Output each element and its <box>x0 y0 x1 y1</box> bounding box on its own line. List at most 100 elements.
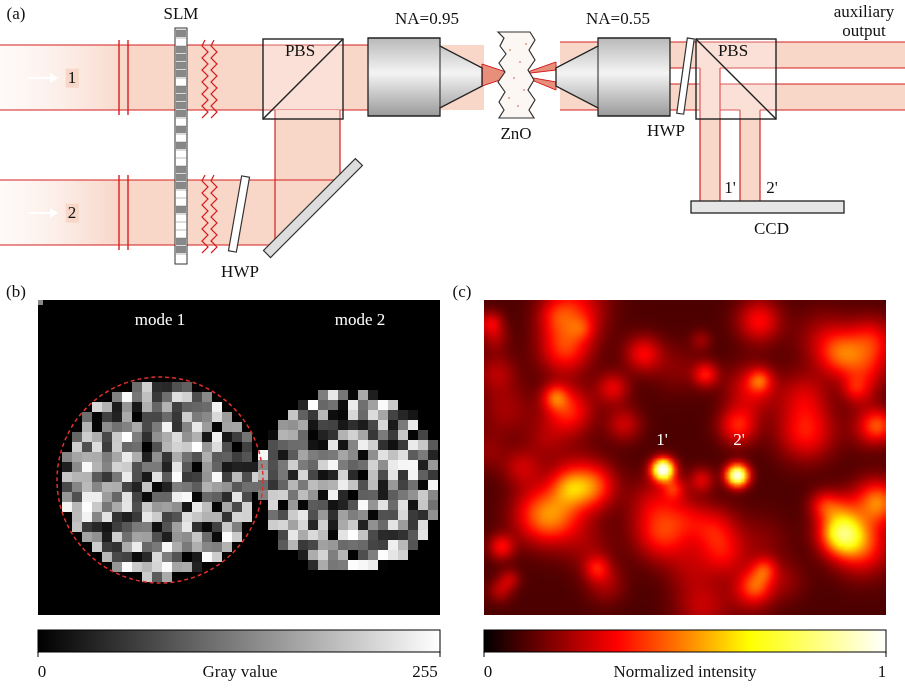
component-label: PBS <box>695 38 785 61</box>
beam-splitter-cube: PBS <box>695 38 785 120</box>
beam-number: 1 <box>66 69 79 88</box>
component-label: ZnO <box>500 125 531 144</box>
slm-grid <box>175 182 187 183</box>
slm-grid <box>175 222 187 223</box>
tick <box>886 652 887 657</box>
slm-pixel <box>176 174 186 181</box>
wavefront-line <box>202 40 208 118</box>
wavefront-line <box>211 40 217 118</box>
beam-splitter-cube: PBS <box>262 38 352 120</box>
mode-label: mode 2 <box>335 311 386 330</box>
slm-grid <box>175 142 187 143</box>
slm-grid <box>175 54 187 55</box>
component-label: HWP <box>221 263 259 282</box>
tick <box>484 652 485 657</box>
ccd-camera: CCD <box>690 200 853 244</box>
shaped-wavefront <box>202 40 217 253</box>
speckle-intensity-image <box>484 300 886 615</box>
beam-number: 2 <box>66 204 79 223</box>
wavefront-line <box>211 175 217 253</box>
component-label: CCD <box>690 200 853 239</box>
slm-grid <box>175 38 187 39</box>
slm-pixel <box>176 126 186 133</box>
colorbar-title: Gray value <box>202 663 277 682</box>
slm-pixel <box>176 238 186 245</box>
slm-grid <box>175 238 187 239</box>
slm-pixel <box>176 94 186 101</box>
dashed-circle <box>57 377 263 583</box>
mirror <box>263 159 362 258</box>
slm-grid <box>175 150 187 151</box>
slm-grid <box>175 110 187 111</box>
slm-pixel <box>176 54 186 61</box>
slm-grid <box>175 174 187 175</box>
objective-body <box>368 38 482 116</box>
scatterers <box>508 43 527 107</box>
objective-lens: NA=0.95 <box>360 6 494 120</box>
output-label: auxiliary output <box>829 3 899 40</box>
tick <box>38 652 39 657</box>
wavefront-line <box>202 175 208 253</box>
component-label: NA=0.95 <box>360 6 494 29</box>
slm-grid <box>175 46 187 47</box>
axis-tick: 255 <box>412 663 438 682</box>
objective-edge <box>440 46 441 108</box>
slm-grid <box>175 102 187 103</box>
slm-pixel <box>176 102 186 109</box>
slm-pixel <box>176 142 186 149</box>
panel-letter: (a) <box>7 5 26 24</box>
objective-edge <box>598 46 599 108</box>
slm-grid <box>175 118 187 119</box>
slm-grid <box>175 126 187 127</box>
colorbar-ticks <box>38 652 886 657</box>
slm-grid <box>175 62 187 63</box>
component-label: PBS <box>262 38 352 61</box>
objective-body <box>556 38 670 116</box>
beam-number: 2' <box>764 179 780 198</box>
ccd-sensor <box>691 201 844 213</box>
slm-grid <box>175 134 187 135</box>
slm-grid <box>175 86 187 87</box>
slm-pixel <box>176 166 186 173</box>
spot-label: 2' <box>733 431 745 450</box>
slm-grid <box>175 30 187 31</box>
colorbar <box>484 630 886 652</box>
half-wave-plate <box>677 38 695 114</box>
slm-grid <box>175 206 187 207</box>
zno-sample <box>498 32 535 118</box>
slm-grid <box>175 166 187 167</box>
slm-phase-pattern <box>38 300 440 615</box>
intensity-image-frame <box>484 300 886 615</box>
slm-grid <box>175 230 187 231</box>
slm-pixel <box>176 86 186 93</box>
axis-tick: 0 <box>484 663 493 682</box>
slm-pixel <box>176 30 186 37</box>
slm-grid <box>175 214 187 215</box>
component-label: HWP <box>647 122 685 141</box>
slm-pixel <box>176 70 186 77</box>
slm-grid <box>175 94 187 95</box>
beam-number: 1' <box>722 179 738 198</box>
panel-letter: (c) <box>453 283 472 302</box>
objective-lens: NA=0.55 <box>550 6 686 120</box>
wavefront-lines <box>119 40 128 250</box>
slm-grid <box>175 78 187 79</box>
slm-grid <box>175 254 187 255</box>
slm-image-frame <box>38 300 440 615</box>
input-arrow <box>28 73 58 218</box>
half-wave-plate <box>228 176 249 252</box>
slm-pixel <box>176 246 186 253</box>
slm-grid <box>175 158 187 159</box>
slm-pixel <box>176 46 186 53</box>
mode-label: mode 1 <box>135 311 186 330</box>
slm-pixel <box>176 206 186 213</box>
slm-pixel <box>176 62 186 69</box>
slm-symbol <box>175 28 187 264</box>
tick <box>440 652 441 657</box>
colorbar <box>38 630 440 652</box>
spot-label: 1' <box>656 431 668 450</box>
slm-grid <box>175 190 187 191</box>
slm-pixel <box>176 182 186 189</box>
component-label: SLM <box>164 5 199 24</box>
axis-tick: 1 <box>878 663 887 682</box>
